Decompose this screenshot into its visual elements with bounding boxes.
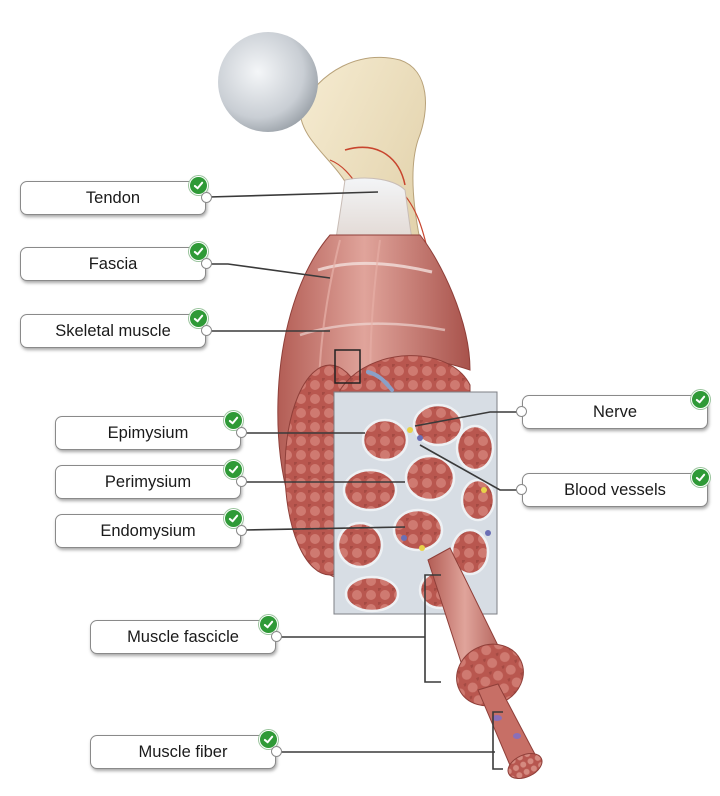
connector-knob[interactable]	[236, 476, 247, 487]
magnified-inset	[333, 391, 498, 615]
magnification-marker	[334, 349, 361, 384]
connector-knob[interactable]	[201, 258, 212, 269]
connector-knob[interactable]	[271, 746, 282, 757]
label-text: Nerve	[592, 402, 637, 421]
connector-knob[interactable]	[201, 325, 212, 336]
label-nerve[interactable]: Nerve	[516, 390, 710, 429]
label-text: Endomysium	[100, 521, 196, 540]
checkmark-icon	[259, 615, 278, 634]
connector-knob[interactable]	[236, 525, 247, 536]
label-text: Muscle fiber	[138, 742, 228, 761]
label-endomysium[interactable]: Endomysium	[55, 509, 247, 548]
label-perimysium[interactable]: Perimysium	[55, 460, 247, 499]
label-text: Perimysium	[104, 472, 192, 491]
checkmark-icon	[189, 309, 208, 328]
label-skeletal-muscle[interactable]: Skeletal muscle	[20, 309, 212, 348]
label-muscle-fascicle[interactable]: Muscle fascicle	[90, 615, 282, 654]
checkmark-icon	[189, 242, 208, 261]
leader-lines	[208, 191, 520, 770]
checkmark-icon	[224, 411, 243, 430]
label-text: Tendon	[85, 188, 141, 207]
fiber-drawing	[477, 683, 543, 780]
connector-knob[interactable]	[516, 484, 527, 495]
checkmark-icon	[691, 390, 710, 409]
checkmark-icon	[224, 460, 243, 479]
checkmark-icon	[691, 468, 710, 487]
checkmark-icon	[189, 176, 208, 195]
label-fascia[interactable]: Fascia	[20, 242, 212, 281]
label-tendon[interactable]: Tendon	[20, 176, 212, 215]
femur-head	[218, 32, 318, 132]
checkmark-icon	[259, 730, 278, 749]
label-text: Blood vessels	[564, 480, 666, 499]
label-epimysium[interactable]: Epimysium	[55, 411, 247, 450]
checkmark-icon	[224, 509, 243, 528]
label-blood-vessels[interactable]: Blood vessels	[516, 468, 710, 507]
connector-knob[interactable]	[236, 427, 247, 438]
label-text: Fascia	[88, 254, 138, 273]
label-text: Muscle fascicle	[127, 627, 239, 646]
label-text: Skeletal muscle	[55, 321, 171, 340]
connector-knob[interactable]	[201, 192, 212, 203]
label-text: Epimysium	[107, 423, 189, 442]
label-muscle-fiber[interactable]: Muscle fiber	[90, 730, 282, 769]
connector-knob[interactable]	[271, 631, 282, 642]
connector-knob[interactable]	[516, 406, 527, 417]
